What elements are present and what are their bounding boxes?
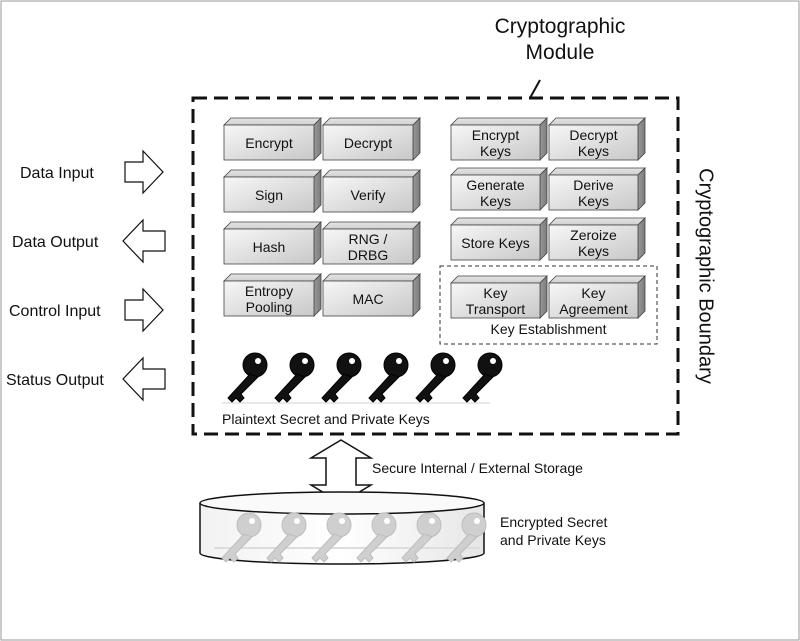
function-block-0 [223, 117, 322, 161]
key-establishment-label: Key Establishment [490, 321, 607, 337]
function-block-5 [322, 221, 421, 265]
key-establishment-block-1-label: Key Agreement [559, 284, 628, 317]
function-block-6 [223, 273, 322, 317]
key-mgmt-block-1-label: Decrypt Keys [569, 126, 618, 159]
encrypted-keys-label: Encrypted Secret and Private Keys [500, 514, 608, 548]
key-mgmt-block-0 [450, 117, 548, 161]
encrypted-key-hole-4 [429, 518, 435, 524]
boundary-label: Cryptographic Boundary [694, 168, 717, 384]
plaintext-keys [227, 352, 503, 403]
function-block-7 [322, 273, 421, 317]
function-block-7-label: MAC [352, 290, 384, 307]
encrypted-keys [221, 512, 487, 563]
key-mgmt-block-4 [450, 217, 548, 261]
key-mgmt-block-4-label: Store Keys [461, 234, 530, 251]
storage-link-label: Secure Internal / External Storage [372, 460, 583, 476]
plaintext-key-hole-2 [349, 358, 355, 364]
key-mgmt-block-3-label: Derive Keys [573, 176, 614, 209]
key-establishment-block-0-label: Key Transport [465, 284, 526, 317]
function-block-1 [322, 117, 421, 161]
plaintext-key-3 [368, 352, 409, 403]
key-mgmt-block-2-label: Generate Keys [466, 176, 525, 209]
function-block-1-label: Decrypt [343, 134, 393, 151]
plaintext-key-0 [227, 352, 268, 403]
key-establishment-block-0 [450, 275, 548, 319]
io-arrow-0 [124, 149, 164, 195]
encrypted-key-hole-5 [474, 518, 480, 524]
io-label-control-input: Control Input [9, 303, 101, 320]
plaintext-key-hole-4 [443, 358, 449, 364]
key-mgmt-block-0-label: Encrypt Keys [471, 126, 520, 159]
plaintext-keys-label: Plaintext Secret and Private Keys [222, 411, 430, 427]
function-block-4-label: Hash [252, 238, 286, 255]
encrypted-key-hole-3 [384, 518, 390, 524]
function-block-3 [322, 169, 421, 213]
plaintext-key-1 [274, 352, 315, 403]
plaintext-key-hole-3 [396, 358, 402, 364]
function-block-2 [223, 169, 322, 213]
function-block-0-label: Encrypt [245, 134, 293, 151]
module-pointer-line [529, 79, 541, 99]
key-mgmt-block-2 [450, 167, 548, 211]
key-mgmt-block-3 [548, 167, 646, 211]
plaintext-key-4 [415, 352, 456, 403]
io-arrow-3 [122, 356, 166, 402]
plaintext-key-2 [321, 352, 362, 403]
encrypted-key-hole-1 [294, 518, 300, 524]
function-block-3-label: Verify [350, 186, 386, 203]
module-label: Cryptographic Module [494, 15, 626, 64]
function-block-6-label: Entropy Pooling [244, 282, 294, 315]
key-establishment-block-1 [548, 275, 646, 319]
key-mgmt-block-1 [548, 117, 646, 161]
function-block-2-label: Sign [254, 186, 284, 203]
key-establishment-group [439, 265, 658, 345]
io-arrow-1 [122, 218, 166, 264]
io-arrows [122, 149, 166, 402]
plaintext-key-5 [462, 352, 503, 403]
encrypted-key-hole-0 [249, 518, 255, 524]
io-label-status-output: Status Output [6, 372, 104, 389]
io-label-data-output: Data Output [12, 234, 99, 251]
key-mgmt-block-5 [548, 217, 646, 261]
function-block-4 [223, 221, 322, 265]
plaintext-key-hole-1 [302, 358, 308, 364]
plaintext-key-hole-0 [255, 358, 261, 364]
function-block-5-label: RNG / DRBG [347, 230, 389, 263]
io-arrow-2 [124, 287, 164, 333]
plaintext-key-hole-5 [490, 358, 496, 364]
key-mgmt-block-5-label: Zeroize Keys [570, 226, 617, 259]
function-blocks [223, 117, 646, 319]
cryptographic-boundary [191, 96, 680, 436]
io-label-data-input: Data Input [20, 165, 94, 182]
encrypted-key-hole-2 [339, 518, 345, 524]
